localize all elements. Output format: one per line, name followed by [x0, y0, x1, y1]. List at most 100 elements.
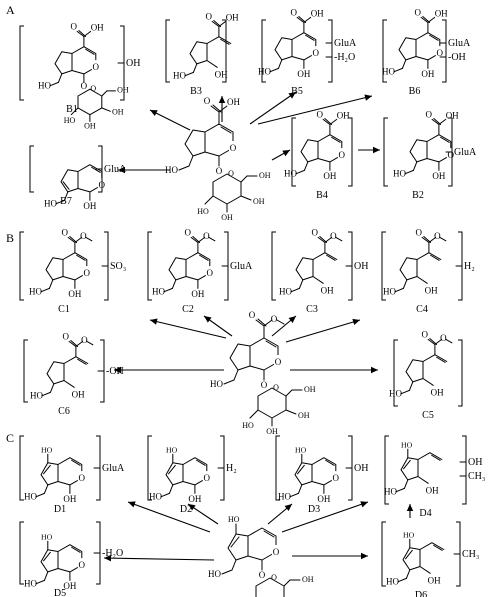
chain: [419, 542, 445, 550]
modification-label: -H₂O: [334, 52, 355, 63]
hydroxyl-label: OH: [259, 171, 271, 180]
hydroxyl-label: HO: [279, 286, 292, 296]
bond: [192, 63, 198, 73]
carbonyl-oxygen-label: O: [205, 12, 212, 22]
arrow-head: [288, 316, 296, 323]
arrow-head: [371, 366, 378, 374]
bond: [401, 59, 407, 69]
bond: [63, 380, 75, 388]
ester-oxygen-label: O: [330, 231, 337, 241]
hydroxyl-label: HO: [24, 491, 37, 501]
ester-oxygen-label: O: [203, 231, 210, 241]
bond: [68, 340, 77, 347]
atom-mask: [337, 148, 346, 159]
chain: [417, 452, 443, 460]
carboxyl-oh-label: OH: [337, 111, 350, 121]
reaction-arrow: [281, 501, 369, 533]
atom-mask: [205, 266, 214, 277]
glycosidic-oxygen-label: O: [261, 380, 268, 390]
bond: [303, 161, 309, 171]
modification-label: H₂: [226, 463, 237, 474]
methyl-bond: [86, 340, 94, 346]
double-bond: [305, 34, 315, 41]
bond: [405, 569, 411, 579]
atom-mask: [202, 471, 211, 482]
modification-label: -OH: [106, 366, 124, 377]
bond: [420, 16, 429, 23]
metabolite-c4-left-bracket: [381, 231, 386, 301]
bond: [395, 487, 405, 493]
methyl-bond: [85, 236, 93, 242]
carbonyl-oxygen-label: O: [290, 8, 297, 18]
atom-mask: [82, 266, 91, 277]
arrow-shaft: [249, 91, 297, 125]
bond: [408, 381, 414, 391]
bond: [240, 195, 252, 201]
bond: [206, 60, 218, 68]
hydroxyl-label: HO: [149, 491, 162, 501]
bond: [412, 161, 418, 171]
arrow-shaft: [103, 557, 215, 561]
cyclopentane-ring: [409, 139, 428, 163]
glucose-ring: [257, 387, 287, 419]
hydroxyl-label: HO: [278, 491, 291, 501]
carbonyl-oxygen-label: O: [316, 110, 323, 120]
double-bond: [263, 530, 275, 538]
double-bond: [76, 254, 86, 261]
bond: [290, 287, 300, 293]
double-bond: [71, 459, 81, 466]
metabolite-code: B2: [412, 190, 424, 201]
bond: [400, 389, 410, 395]
arrows-layer: [103, 91, 414, 562]
carboxyl-oh-label: OH: [227, 97, 240, 107]
hydroxyl-label: HO: [41, 446, 53, 455]
arrow-head: [218, 96, 226, 103]
metabolite-c1-left-bracket: [19, 231, 24, 301]
metabolite-d5-left-bracket: [19, 521, 24, 585]
bond: [49, 383, 55, 393]
ester-oxygen-label: O: [440, 333, 447, 343]
hydroxyl-label: HO: [383, 286, 396, 296]
hydroxyl-label: OH: [425, 286, 438, 296]
hydroxyl-label: OH: [428, 576, 441, 586]
reaction-arrow: [285, 318, 361, 343]
reaction-arrow: [290, 366, 378, 374]
hydroxyl-label: OH: [63, 581, 76, 591]
ring-oxygen-label: O: [79, 560, 86, 570]
bond: [223, 379, 235, 385]
metabolite-b6-left-bracket: [382, 19, 387, 83]
hydroxyl-label: HO: [295, 446, 307, 455]
bond: [427, 338, 436, 345]
chain: [416, 252, 442, 260]
arrow-head: [188, 504, 196, 511]
cyclopentane-ring: [54, 51, 73, 75]
arrow-head: [406, 504, 414, 511]
metabolite-code: C5: [422, 410, 434, 421]
metabolite-b3-right-bracket: [222, 19, 227, 83]
cyclopentane-ring: [168, 257, 187, 281]
bond: [402, 279, 408, 289]
ester-oxygen-label: O: [434, 231, 441, 241]
reaction-arrow: [271, 149, 291, 161]
glucose-ring-oxygen-label: O: [90, 84, 96, 93]
panel-letter: A: [6, 3, 15, 17]
bond: [204, 195, 214, 205]
metabolite-code: D2: [180, 504, 192, 515]
bond: [74, 236, 83, 243]
double-bond: [71, 546, 81, 553]
hydroxyl-label: OH: [72, 390, 85, 400]
arrow-shaft: [149, 319, 227, 339]
bond: [40, 287, 50, 293]
double-bond: [91, 166, 101, 173]
hydroxyl-label: OH: [431, 388, 444, 398]
metabolite-code: D1: [54, 504, 66, 515]
hydroxyl-label: HO: [393, 168, 406, 178]
hydroxyl-label: OH: [266, 427, 278, 436]
modification-label: H₂: [464, 261, 475, 272]
